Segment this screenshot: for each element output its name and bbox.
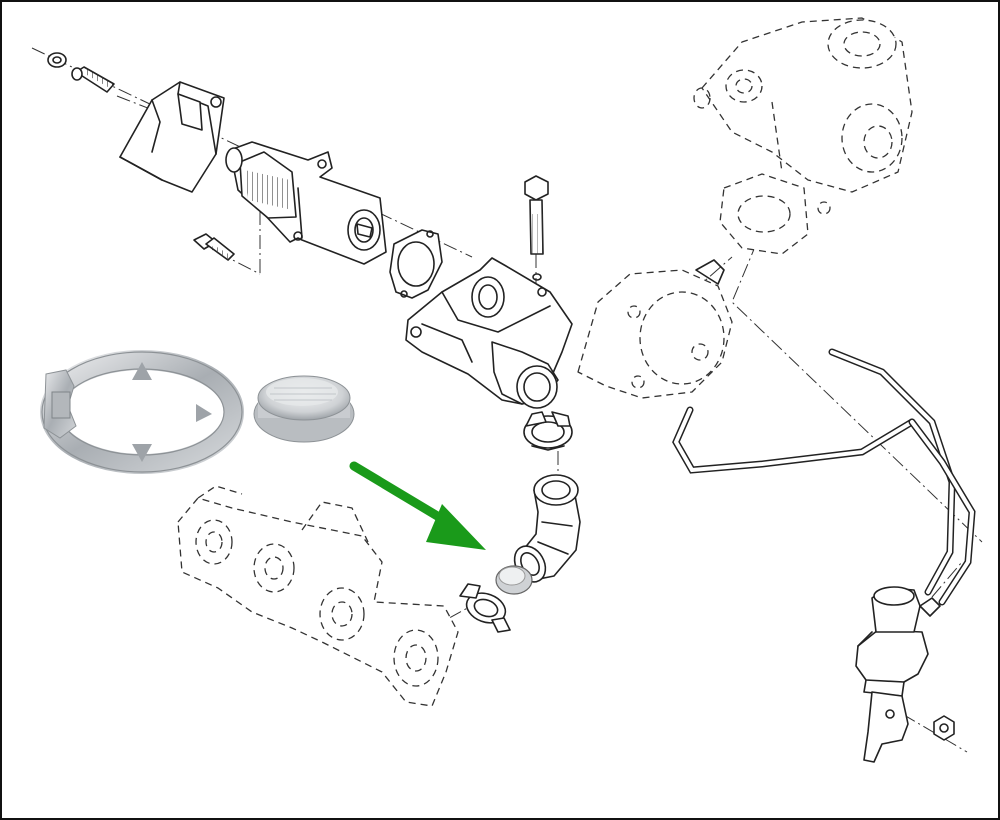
egr-housing <box>405 257 573 409</box>
hose-clamp-upper <box>523 411 573 451</box>
long-bolt <box>524 175 549 281</box>
blanking-cap-highlight <box>495 565 533 595</box>
gasket <box>389 229 443 299</box>
flange-bolt-top <box>47 52 115 93</box>
hose-clamp-lower <box>459 583 511 633</box>
egr-valve <box>225 141 387 265</box>
blanking-cap-photo <box>253 375 355 443</box>
egr-solenoid <box>855 586 941 697</box>
solenoid-bracket-nut <box>863 691 955 763</box>
small-bolt <box>193 233 235 261</box>
vacuum-hoses <box>672 348 976 606</box>
clamp-ring-photo <box>40 350 244 474</box>
heat-shield <box>119 81 225 193</box>
vacuum-pump <box>577 259 733 399</box>
exhaust-manifold <box>177 485 459 707</box>
turbocharger <box>693 17 913 255</box>
arrow-icon <box>349 461 486 550</box>
